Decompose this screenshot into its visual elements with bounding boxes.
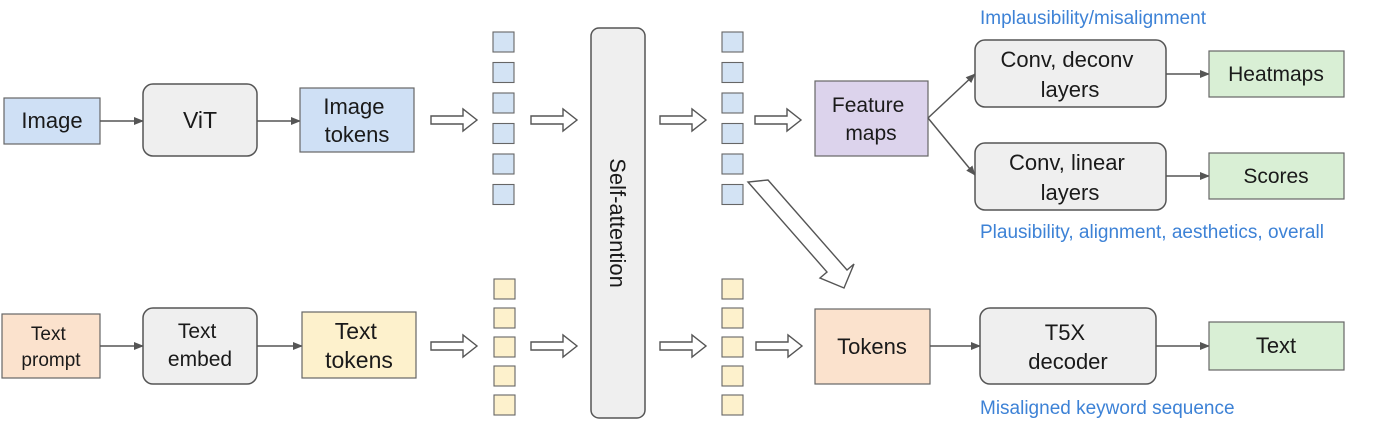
text-prompt-label-line2: prompt	[21, 350, 81, 371]
hollow-arrow-text-stack-to-attention	[530, 333, 579, 359]
attended-text-token-square-1	[721, 278, 744, 300]
hollow-arrow-attention-to-text-stack	[659, 333, 708, 359]
attended-text-token-square-5	[721, 394, 744, 416]
text-prompt-label: Text prompt	[21, 324, 81, 371]
hollow-arrow-text-tokens-to-stack	[430, 333, 479, 359]
attended-image-token-square-2	[721, 61, 744, 84]
hollow-arrow-diagonal	[746, 179, 855, 289]
hollow-arrow-attention-to-image-stack	[659, 107, 708, 133]
t5x-decoder-label: T5X decoder	[1028, 320, 1108, 374]
conv-linear-label-line1: Conv, linear	[1009, 150, 1125, 175]
text-tokens-label-line2: tokens	[325, 347, 393, 373]
hollow-arrow-image-stack-to-attention	[530, 107, 579, 133]
image-token-square-4	[492, 122, 515, 145]
feature-maps-label-line2: maps	[845, 122, 896, 145]
conv-deconv-label-line1: Conv, deconv	[1000, 47, 1133, 72]
feature-maps-box	[814, 80, 929, 157]
text-token-square-2	[493, 307, 516, 329]
text-embed-label-line1: Text	[178, 320, 217, 343]
conv-deconv-label-line2: layers	[1041, 77, 1100, 102]
hollow-arrow-image-stack-to-features	[754, 107, 803, 133]
scores-label: Scores	[1243, 165, 1308, 188]
attended-text-token-square-4	[721, 365, 744, 387]
text-tokens-label: Text tokens	[325, 318, 393, 373]
text-token-square-5	[493, 394, 516, 416]
attended-text-token-square-3	[721, 336, 744, 358]
hollow-arrow-image-tokens-to-stack	[430, 107, 479, 133]
scores-box	[1208, 152, 1345, 200]
t5x-decoder-label-line1: T5X	[1045, 320, 1086, 345]
attended-image-token-square-6	[721, 183, 744, 206]
hollow-arrows-group	[430, 107, 804, 359]
image-token-square-5	[492, 153, 515, 175]
hollow-arrow-text-stack-to-tokens	[755, 333, 804, 359]
text-token-square-1	[493, 278, 516, 300]
attended-image-token-square-4	[721, 122, 744, 145]
image-token-square-3	[492, 92, 515, 114]
image-tokens-label-line2: tokens	[325, 122, 390, 147]
attended-image-token-square-3	[721, 92, 744, 114]
arrow-features-to-conv-deconv	[927, 73, 976, 119]
conv-deconv-label: Conv, deconv layers	[1000, 47, 1139, 102]
image-tokens-box	[299, 87, 415, 153]
heatmaps-label: Heatmaps	[1228, 63, 1324, 86]
image-tokens-label: Image tokens	[323, 94, 390, 147]
tokens-label: Tokens	[837, 334, 907, 359]
feature-maps-label: Feature maps	[832, 94, 910, 145]
image-input-box	[3, 97, 101, 145]
self-attention-box	[590, 27, 646, 419]
attended-image-token-square-5	[721, 153, 744, 175]
attended-image-token-square-1	[721, 31, 744, 53]
attended-text-token-square-2	[721, 307, 744, 329]
text-output-box	[1208, 321, 1345, 371]
feature-maps-label-line1: Feature	[832, 94, 904, 117]
text-embed-label: Text embed	[168, 320, 232, 371]
token-stacks-group	[492, 31, 744, 416]
text-token-square-4	[493, 365, 516, 387]
note-plausibility: Plausibility, alignment, aesthetics, ove…	[980, 222, 1324, 243]
image-input-label: Image	[21, 108, 82, 133]
image-tokens-label-line1: Image	[323, 94, 384, 119]
image-token-square-1	[492, 31, 515, 53]
note-misaligned: Misaligned keyword sequence	[980, 398, 1235, 419]
text-token-square-3	[493, 336, 516, 358]
self-attention-label: Self-attention	[605, 158, 630, 288]
image-token-square-2	[492, 61, 515, 84]
vit-box	[142, 83, 258, 157]
text-output-label: Text	[1256, 333, 1296, 358]
arrow-features-to-conv-linear	[927, 117, 976, 176]
image-token-square-6	[492, 183, 515, 206]
text-prompt-label-line1: Text	[31, 324, 67, 345]
text-tokens-label-line1: Text	[335, 318, 378, 344]
heatmaps-box	[1208, 50, 1345, 98]
conv-linear-label: Conv, linear layers	[1009, 150, 1131, 205]
conv-linear-label-line2: layers	[1041, 180, 1100, 205]
note-implausibility: Implausibility/misalignment	[980, 8, 1207, 29]
t5x-decoder-label-line2: decoder	[1028, 349, 1108, 374]
text-embed-label-line2: embed	[168, 348, 232, 371]
vit-label: ViT	[183, 107, 217, 133]
text-tokens-box	[301, 311, 417, 379]
